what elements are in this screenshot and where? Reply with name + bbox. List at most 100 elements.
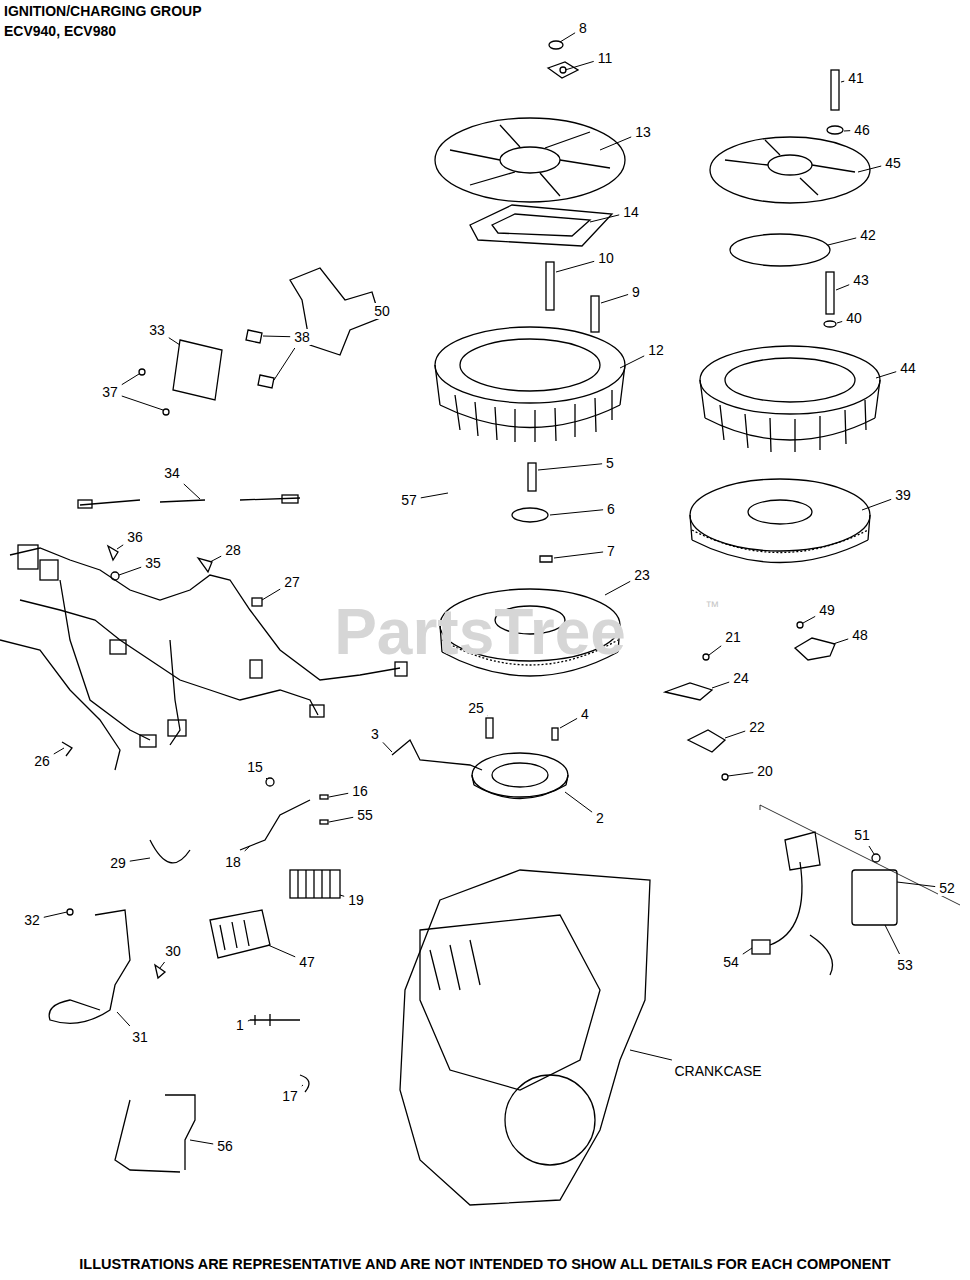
callout-number: 33 [148, 322, 166, 338]
callout-number: 38 [293, 329, 311, 345]
leader-line [837, 321, 842, 323]
leader-line [302, 1085, 303, 1086]
leader-line [565, 792, 592, 812]
model-subtitle: ECV940, ECV980 [4, 21, 202, 41]
leader-line [841, 81, 844, 83]
leader-line [560, 718, 577, 728]
leader-line [340, 895, 344, 896]
callout-number: 53 [896, 957, 914, 973]
leader-line [803, 616, 815, 623]
callout-number: 31 [131, 1029, 149, 1045]
leader-line [556, 261, 594, 272]
leader-line [263, 336, 290, 338]
leader-line [743, 948, 752, 954]
callout-number: 13 [634, 124, 652, 140]
callout-number: 20 [756, 763, 774, 779]
leader-line [876, 372, 896, 378]
callout-number: 6 [606, 501, 616, 517]
callout-number: 7 [606, 543, 616, 559]
leader-line [421, 493, 448, 498]
leader-line [550, 510, 603, 515]
leader-line [709, 646, 721, 655]
callout-number: 15 [246, 759, 264, 775]
leader-line [54, 748, 64, 754]
leader-line [869, 846, 874, 854]
callout-number: 3 [370, 726, 380, 742]
leader-line [712, 682, 729, 688]
leader-line [590, 215, 619, 222]
leader-line [117, 1012, 130, 1026]
leader-line [184, 484, 200, 499]
callout-number: 24 [732, 670, 750, 686]
leader-line [190, 1140, 213, 1144]
part-label: CRANKCASE [673, 1063, 762, 1079]
leader-line [844, 130, 850, 131]
callout-number: 16 [351, 783, 369, 799]
leader-line [538, 464, 602, 470]
leader-line [897, 882, 935, 887]
leader-line [262, 589, 280, 600]
callout-number: 19 [347, 892, 365, 908]
leader-line [725, 731, 745, 738]
callout-number: 50 [373, 303, 391, 319]
leader-line [554, 552, 603, 558]
callout-number: 8 [578, 20, 588, 36]
callout-number: 10 [597, 250, 615, 266]
callout-number: 48 [851, 627, 869, 643]
leader-line [383, 742, 392, 752]
callout-number: 5 [605, 455, 615, 471]
leader-line [44, 912, 67, 917]
callout-number: 12 [647, 342, 665, 358]
leader-line [600, 137, 631, 150]
callout-number: 56 [216, 1138, 234, 1154]
callout-number: 9 [631, 284, 641, 300]
leader-line [169, 338, 180, 345]
leader-line [329, 817, 353, 822]
callout-number: 29 [109, 855, 127, 871]
callout-number: 45 [884, 155, 902, 171]
leader-line [728, 773, 753, 776]
title-block: IGNITION/CHARGING GROUPECV940, ECV980 [4, 1, 202, 41]
leader-line [160, 962, 165, 968]
callout-number: 57 [400, 492, 418, 508]
callout-number: 43 [852, 272, 870, 288]
callout-number: 25 [467, 700, 485, 716]
leader-line [833, 639, 848, 644]
callout-number: 26 [33, 753, 51, 769]
callout-number: 17 [281, 1088, 299, 1104]
callout-number: 49 [818, 602, 836, 618]
trademark-mark: ™ [705, 598, 719, 614]
callout-number: 46 [853, 122, 871, 138]
leader-line [862, 499, 891, 510]
leader-line [601, 294, 628, 303]
callout-number: 39 [894, 487, 912, 503]
leader-line [836, 285, 849, 290]
callout-number: 14 [622, 204, 640, 220]
leader-line [329, 793, 348, 797]
leader-line [487, 715, 488, 716]
leader-line [828, 238, 856, 245]
callout-number: 34 [163, 465, 181, 481]
callout-number: 21 [724, 629, 742, 645]
callout-number: 27 [283, 574, 301, 590]
leader-line [119, 567, 141, 575]
callout-number: 11 [597, 50, 614, 66]
leader-line [248, 1020, 250, 1021]
callout-number: 22 [748, 719, 766, 735]
callout-number: 28 [224, 542, 242, 558]
caption: ILLUSTRATIONS ARE REPRESENTATIVE AND ARE… [79, 1256, 890, 1272]
leader-line [565, 61, 594, 70]
callout-number: 23 [633, 567, 651, 583]
callout-number: 44 [899, 360, 917, 376]
callout-number: 41 [847, 70, 865, 86]
callout-number: 37 [101, 384, 119, 400]
leader-line [630, 1050, 672, 1060]
title: IGNITION/CHARGING GROUP [4, 1, 202, 21]
leader-line [210, 556, 221, 562]
callout-number: 4 [580, 706, 590, 722]
callout-number: 55 [356, 807, 374, 823]
callout-number: 35 [144, 555, 162, 571]
leader-line [560, 33, 575, 42]
leader-line [122, 396, 163, 410]
callout-number: 52 [938, 880, 956, 896]
